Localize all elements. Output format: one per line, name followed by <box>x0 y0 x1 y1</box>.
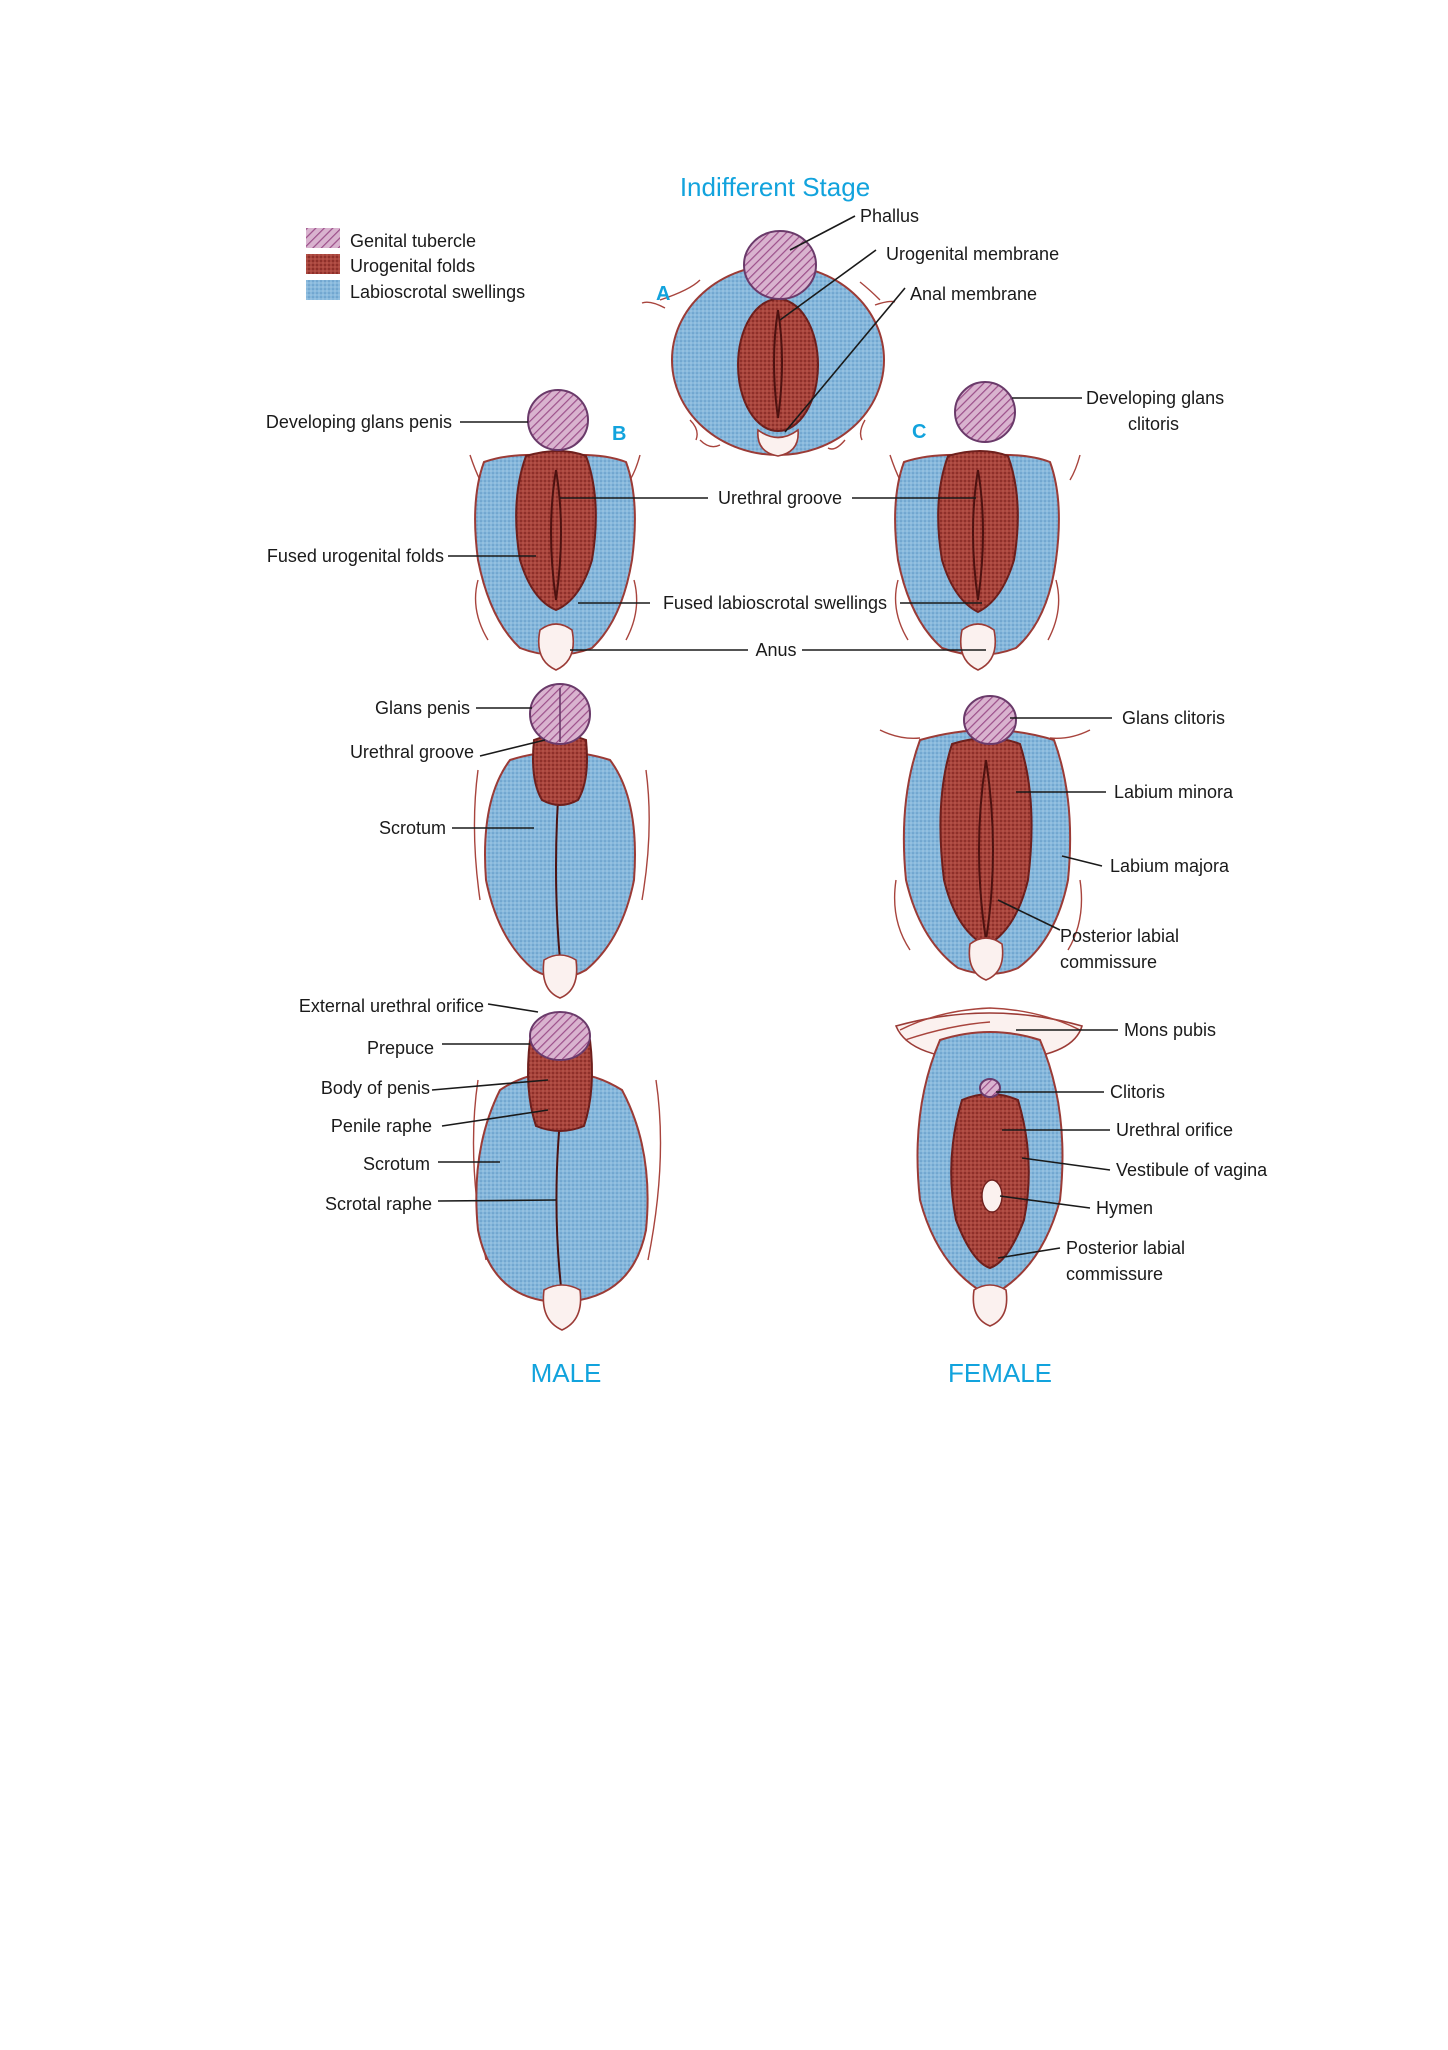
figure-a-indifferent <box>641 230 896 457</box>
label-urethral-groove-mid: Urethral groove <box>718 488 842 508</box>
label-scrotum-2: Scrotum <box>363 1154 430 1174</box>
label-scrotal-raphe: Scrotal raphe <box>325 1194 432 1214</box>
label-mons-pubis: Mons pubis <box>1124 1020 1216 1040</box>
label-posterior-labial-commissure-2a: Posterior labial <box>1066 1238 1185 1258</box>
label-developing-glans-clitoris-1: Developing glans <box>1086 388 1224 408</box>
figure-female-mid <box>879 695 1091 981</box>
label-anal-membrane: Anal membrane <box>910 284 1037 304</box>
label-developing-glans-penis: Developing glans penis <box>266 412 452 432</box>
label-urethral-orifice: Urethral orifice <box>1116 1120 1233 1140</box>
label-glans-clitoris: Glans clitoris <box>1122 708 1225 728</box>
label-urethral-groove-male: Urethral groove <box>350 742 474 762</box>
label-posterior-labial-commissure-2b: commissure <box>1066 1264 1163 1284</box>
label-posterior-labial-commissure-1b: commissure <box>1060 952 1157 972</box>
label-fused-labioscrotal-swellings: Fused labioscrotal swellings <box>663 593 887 613</box>
label-vestibule-of-vagina: Vestibule of vagina <box>1116 1160 1268 1180</box>
legend: Genital tubercle Urogenital folds Labios… <box>306 228 525 302</box>
leader-lines <box>431 215 1118 1259</box>
panel-letter-a: A <box>656 283 670 305</box>
label-prepuce: Prepuce <box>367 1038 434 1058</box>
figure-male-mid <box>473 683 650 999</box>
label-anus: Anus <box>755 640 796 660</box>
label-developing-glans-clitoris-2: clitoris <box>1128 414 1179 434</box>
heading-female: FEMALE <box>948 1358 1052 1388</box>
legend-label-labioscrotal-swellings: Labioscrotal swellings <box>350 282 525 302</box>
label-glans-penis: Glans penis <box>375 698 470 718</box>
legend-swatch-urogenital-folds <box>306 254 340 274</box>
label-fused-urogenital-folds: Fused urogenital folds <box>267 546 444 566</box>
legend-label-genital-tubercle: Genital tubercle <box>350 231 476 251</box>
label-external-urethral-orifice: External urethral orifice <box>299 996 484 1016</box>
label-urogenital-membrane: Urogenital membrane <box>886 244 1059 264</box>
figure-female-late <box>894 1007 1083 1327</box>
legend-swatch-genital-tubercle <box>306 228 340 248</box>
label-posterior-labial-commissure-1a: Posterior labial <box>1060 926 1179 946</box>
figure-male-late <box>472 1011 662 1331</box>
label-body-of-penis: Body of penis <box>321 1078 430 1098</box>
hymen-shape <box>981 1179 1003 1213</box>
label-penile-raphe: Penile raphe <box>331 1116 432 1136</box>
heading-male: MALE <box>531 1358 602 1388</box>
legend-swatch-labioscrotal-swellings <box>306 280 340 300</box>
figure-c-female-early <box>889 381 1081 671</box>
diagram-title: Indifferent Stage <box>680 172 870 202</box>
labels: Phallus Urogenital membrane Anal membran… <box>266 206 1268 1284</box>
panel-letter-b: B <box>612 423 626 445</box>
label-labium-majora: Labium majora <box>1110 856 1230 876</box>
label-labium-minora: Labium minora <box>1114 782 1234 802</box>
figure-b-male-early <box>469 389 641 671</box>
label-clitoris: Clitoris <box>1110 1082 1165 1102</box>
label-hymen: Hymen <box>1096 1198 1153 1218</box>
legend-label-urogenital-folds: Urogenital folds <box>350 256 475 276</box>
label-scrotum-1: Scrotum <box>379 818 446 838</box>
panel-letter-c: C <box>912 421 926 443</box>
label-phallus: Phallus <box>860 206 919 226</box>
